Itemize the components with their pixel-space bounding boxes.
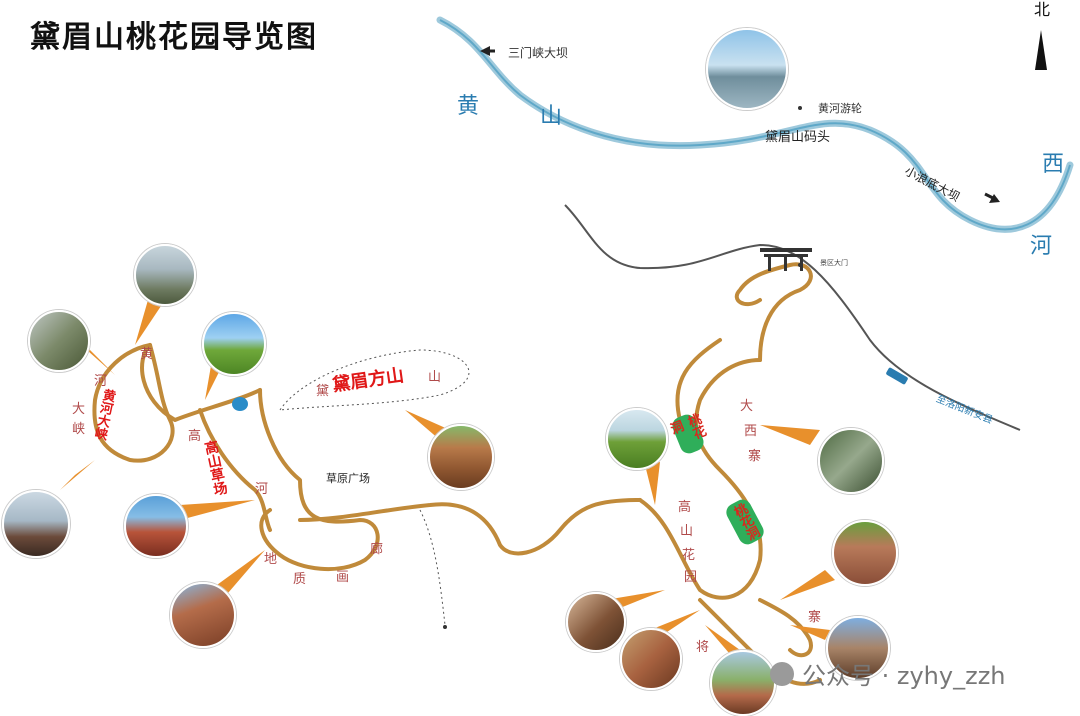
plaza-label: 草原广场 — [326, 472, 370, 485]
pond — [232, 397, 248, 411]
photo-viewing-deck[interactable] — [2, 490, 70, 558]
area-char: 大 — [740, 399, 754, 414]
photo-pillar-mountain[interactable] — [710, 650, 776, 716]
photo-sea-of-clouds[interactable] — [134, 244, 196, 306]
ferry-label: 黄河游轮 — [818, 102, 862, 115]
map-title: 黛眉山桃花园导览图 — [30, 20, 318, 55]
river-char: 山 — [540, 104, 563, 129]
photo-gorge[interactable] — [566, 592, 626, 652]
area-char: 园 — [684, 570, 698, 585]
area-char: 山 — [428, 370, 442, 385]
photo-meadow[interactable] — [202, 312, 266, 376]
photo-rock-pillars[interactable] — [170, 582, 236, 648]
watermark: 公众号 · zyhy_zzh — [770, 656, 1006, 691]
area-char: 寨 — [748, 449, 762, 464]
area-char: 峡 — [72, 422, 86, 437]
area-char: 廊 — [370, 542, 384, 557]
watermark-text: 公众号 · zyhy_zzh — [802, 662, 1006, 690]
area-char: 质 — [293, 572, 307, 587]
area-char: 山 — [680, 524, 694, 539]
area-char: 黛 — [316, 384, 330, 399]
area-char: 将 — [696, 640, 710, 655]
photo-red-pavilion[interactable] — [124, 494, 188, 558]
area-char: 地 — [264, 552, 278, 567]
area-char: 大 — [72, 402, 86, 417]
river-char: 黄 — [457, 94, 480, 119]
photo-narrow-pass[interactable] — [620, 628, 682, 690]
area-char: 高 — [678, 500, 692, 515]
area-char: 寨 — [808, 610, 822, 625]
area-char: 花 — [682, 548, 696, 563]
area-char: 高 — [188, 429, 202, 444]
photo-canyon-wall[interactable] — [428, 424, 494, 490]
river-char: 河 — [1030, 234, 1053, 259]
gate-label: 景区大门 — [820, 259, 848, 267]
area-char: 西 — [744, 424, 758, 439]
photo-stone-tower[interactable] — [832, 520, 898, 586]
upstream-dam-label: 三门峡大坝 — [508, 46, 569, 60]
north-label: 北 — [1034, 0, 1051, 19]
river-char: 西 — [1042, 152, 1065, 177]
photo-ferry[interactable] — [706, 28, 788, 110]
dock-label: 黛眉山码头 — [765, 130, 831, 145]
photo-grassland[interactable] — [606, 408, 668, 470]
area-char: 河 — [94, 374, 108, 389]
photo-cliff[interactable] — [28, 310, 90, 372]
area-char: 画 — [336, 570, 350, 585]
area-char: 黄 — [140, 347, 154, 362]
highway — [564, 204, 1021, 431]
highway-badge — [886, 367, 908, 385]
photo-waterfall[interactable] — [818, 428, 884, 494]
photo-rock-formation[interactable] — [826, 616, 890, 680]
area-char: 河 — [255, 482, 269, 497]
wechat-icon — [770, 661, 794, 686]
north-arrow — [1035, 30, 1047, 70]
